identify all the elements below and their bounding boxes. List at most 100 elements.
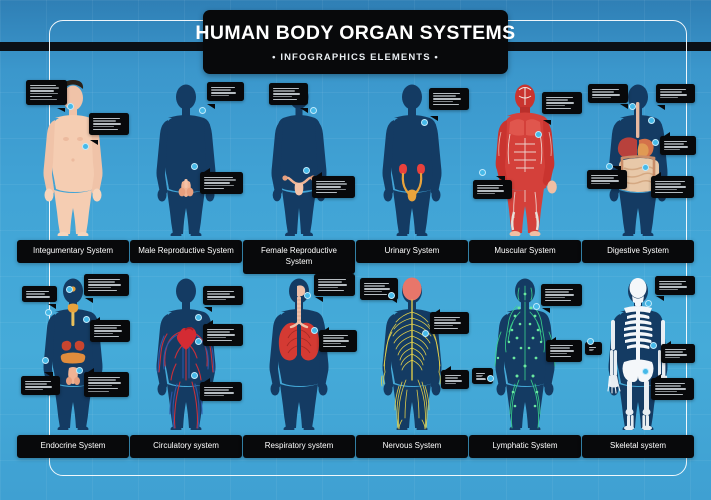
panel-integumentary[interactable]: Integumentary System (17, 78, 129, 273)
callout-note[interactable] (587, 170, 627, 189)
callout-anchor-dot[interactable] (388, 292, 395, 299)
page-subtitle: • INFOGRAPHICS ELEMENTS • (272, 51, 439, 63)
callout-tail (207, 104, 215, 109)
panel-nervous[interactable]: Nervous System (356, 272, 469, 467)
callout-note[interactable] (207, 82, 244, 101)
callout-tail (542, 308, 550, 313)
callout-anchor-dot[interactable] (191, 163, 198, 170)
callout-note[interactable] (661, 344, 695, 363)
callout-anchor-dot[interactable] (303, 167, 310, 174)
callout-anchor-dot[interactable] (535, 131, 542, 138)
panel-female-reproductive[interactable]: Female Reproductive System (243, 78, 355, 274)
callout-anchor-dot[interactable] (66, 286, 73, 293)
callout-anchor-dot[interactable] (76, 367, 83, 374)
callout-note[interactable] (89, 113, 129, 135)
callout-note[interactable] (546, 340, 582, 362)
callout-anchor-dot[interactable] (587, 338, 594, 345)
callout-note[interactable] (430, 312, 469, 334)
callout-anchor-dot[interactable] (479, 169, 486, 176)
callout-anchor-dot[interactable] (82, 143, 89, 150)
callout-anchor-dot[interactable] (83, 316, 90, 323)
callout-anchor-dot[interactable] (67, 103, 74, 110)
callout-tail (612, 166, 621, 172)
system-label-lymphatic: Lymphatic System (469, 435, 581, 458)
callout-tail (656, 296, 664, 301)
callout-anchor-dot[interactable] (533, 303, 540, 310)
system-label-female-reproductive: Female Reproductive System (243, 240, 355, 274)
callout-note[interactable] (84, 274, 129, 296)
callout-anchor-dot[interactable] (422, 330, 429, 337)
callout-anchor-dot[interactable] (191, 372, 198, 379)
callout-anchor-dot[interactable] (487, 375, 494, 382)
callout-note[interactable] (84, 372, 129, 397)
panel-circulatory[interactable]: Circulatory system (130, 272, 243, 467)
callout-note[interactable] (542, 92, 582, 114)
callout-tail (431, 309, 440, 315)
callout-anchor-dot[interactable] (304, 292, 311, 299)
callout-note[interactable] (441, 370, 469, 389)
panel-urinary[interactable]: Urinary System (356, 78, 469, 273)
panel-male-reproductive[interactable]: Male Reproductive System (130, 78, 244, 273)
callout-note[interactable] (660, 136, 696, 155)
callout-anchor-dot[interactable] (195, 314, 202, 321)
system-label-integumentary: Integumentary System (17, 240, 129, 263)
callout-tail (547, 337, 556, 343)
panel-muscular[interactable]: Muscular System (469, 78, 582, 273)
callout-tail (430, 116, 438, 121)
callout-note[interactable] (312, 176, 355, 198)
callout-note[interactable] (200, 382, 242, 401)
callout-note[interactable] (319, 330, 357, 352)
callout-tail (657, 105, 665, 110)
callout-tail (204, 307, 212, 312)
callout-anchor-dot[interactable] (650, 342, 657, 349)
figure-male-reproductive-body (133, 78, 239, 236)
callout-note[interactable] (26, 80, 67, 105)
callout-note[interactable] (200, 172, 243, 194)
figure-urinary-body (359, 78, 465, 236)
callout-anchor-dot[interactable] (629, 103, 636, 110)
callout-note[interactable] (651, 378, 694, 400)
callout-anchor-dot[interactable] (311, 327, 318, 334)
callout-note[interactable] (90, 320, 130, 342)
callout-anchor-dot[interactable] (421, 119, 428, 126)
panel-endocrine[interactable]: Endocrine System (17, 272, 130, 467)
systems-row-1: Integumentary System (17, 78, 696, 274)
callout-note[interactable] (541, 284, 582, 306)
callout-note[interactable] (429, 88, 469, 110)
callout-anchor-dot[interactable] (606, 163, 613, 170)
callout-anchor-dot[interactable] (45, 309, 52, 316)
panel-digestive[interactable]: Digestive System (582, 78, 696, 273)
callout-anchor-dot[interactable] (645, 300, 652, 307)
callout-anchor-dot[interactable] (199, 107, 206, 114)
callout-note[interactable] (203, 324, 243, 346)
callout-note[interactable] (473, 180, 512, 199)
callout-tail (300, 108, 308, 113)
panel-respiratory[interactable]: Respiratory system (243, 272, 357, 467)
callout-tail (204, 320, 213, 326)
callout-tail (652, 172, 661, 178)
callout-note[interactable] (21, 376, 60, 395)
callout-note[interactable] (314, 274, 355, 296)
panel-lymphatic[interactable]: Lymphatic System (469, 272, 582, 467)
callout-tail (652, 374, 661, 380)
callout-tail (620, 104, 628, 109)
callout-anchor-dot[interactable] (642, 164, 649, 171)
callout-note[interactable] (203, 286, 243, 305)
callout-note[interactable] (22, 286, 57, 303)
panel-skeletal[interactable]: Skeletal system (582, 272, 695, 467)
callout-note[interactable] (269, 83, 308, 105)
callout-note[interactable] (655, 276, 695, 295)
callout-note[interactable] (651, 176, 694, 198)
callout-anchor-dot[interactable] (42, 357, 49, 364)
callout-anchor-dot[interactable] (652, 139, 659, 146)
callout-note[interactable] (588, 84, 628, 103)
callout-anchor-dot[interactable] (195, 338, 202, 345)
page-title: HUMAN BODY ORGAN SYSTEMS (195, 21, 516, 44)
figure-lymphatic-body (472, 272, 578, 430)
callout-note[interactable] (656, 84, 695, 103)
callout-anchor-dot[interactable] (648, 117, 655, 124)
callout-anchor-dot[interactable] (310, 107, 317, 114)
callout-tail (201, 378, 210, 384)
callout-anchor-dot[interactable] (642, 368, 649, 375)
system-label-urinary: Urinary System (356, 240, 468, 263)
